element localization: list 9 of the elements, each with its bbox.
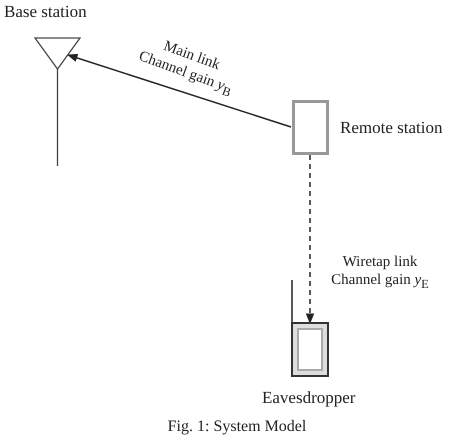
remote-station-icon xyxy=(292,100,329,155)
node-label: Eavesdropper xyxy=(262,388,356,408)
node-label: Base station xyxy=(4,2,87,22)
eavesdropper-device-icon xyxy=(290,278,330,378)
dashed-arrow xyxy=(306,155,314,324)
figure-caption: Fig. 1: System Model xyxy=(166,418,308,436)
node-label: Remote station xyxy=(340,118,442,138)
antenna-icon xyxy=(34,37,81,167)
arrow xyxy=(67,54,292,128)
